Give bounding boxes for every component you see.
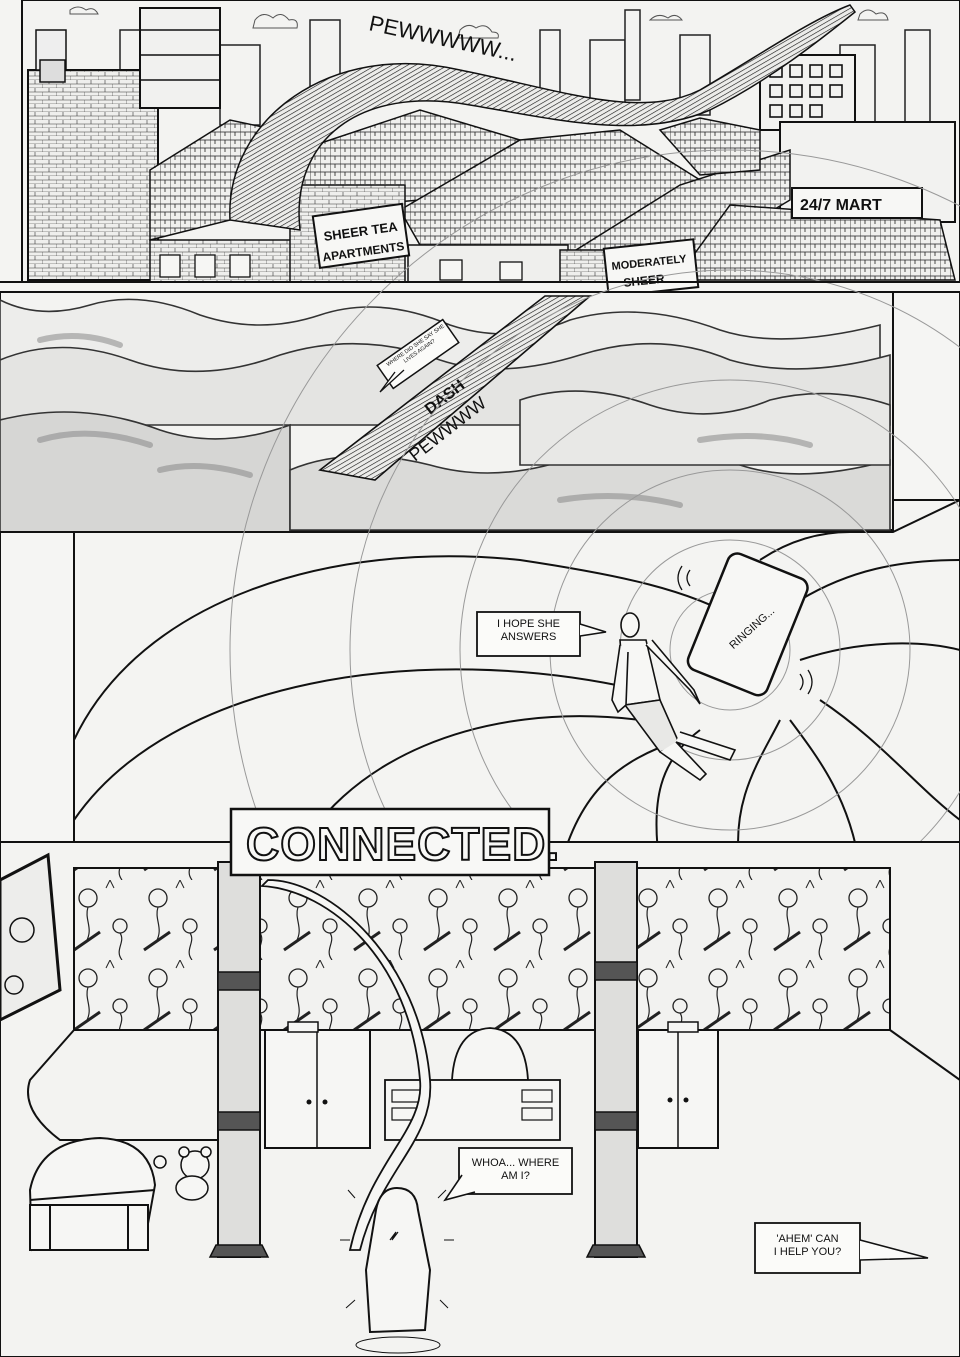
phone: RINGING... xyxy=(677,552,813,697)
panel-clouds: DASH PEWWWW xyxy=(0,291,960,536)
sky-clouds xyxy=(69,6,889,39)
speech-whoa-line1: WHOA... WHERE xyxy=(471,1157,560,1169)
sign-moderately-sheer: MODERATELY SHEER xyxy=(602,238,700,298)
framed-picture xyxy=(0,852,62,1022)
flying-person xyxy=(611,612,737,782)
vanity-dresser xyxy=(384,1027,561,1141)
panel-city: SHEER TEA APARTMENTS MODERATELY SHEER 24… xyxy=(21,0,960,298)
speech-bubble-where xyxy=(376,318,460,393)
sign-sheer-tea-apartments: SHEER TEA APARTMENTS xyxy=(311,202,411,270)
pillar-left xyxy=(208,861,270,1258)
speech-whoa-line2: AM I? xyxy=(501,1170,530,1182)
speech-bubble-hope xyxy=(476,611,607,657)
speed-trail-city xyxy=(229,4,857,231)
speech-ahem-line1: 'AHEM' CAN xyxy=(776,1233,839,1245)
sign-24-7-mart: 24/7 MART xyxy=(791,187,923,219)
treasure-chest xyxy=(28,1136,157,1252)
speech-ahem-line2: I HELP YOU? xyxy=(773,1246,842,1258)
panel-tunnel: RINGING... xyxy=(0,149,960,1151)
wardrobe-right xyxy=(637,1021,719,1149)
speech-hope-line1: I HOPE SHE xyxy=(497,618,560,630)
panel-borders xyxy=(0,0,960,283)
speech-bubble-whoa xyxy=(443,1147,573,1202)
speed-trail-room xyxy=(259,879,432,1251)
sign-mart-text: 24/7 MART xyxy=(800,197,882,214)
connected-sign-text: CONNECTED. xyxy=(246,818,560,870)
sign-moderately-line2: SHEER xyxy=(623,272,666,290)
wardrobe-left xyxy=(264,1021,371,1149)
cloud-shading xyxy=(37,333,813,508)
building-left xyxy=(27,7,221,281)
teddy-bear xyxy=(153,1146,212,1201)
pillar-right xyxy=(585,861,647,1258)
speech-hope-line2: ANSWERS xyxy=(500,631,557,643)
panel-room: CONNECTED. xyxy=(0,807,960,1357)
speech-bubble-ahem xyxy=(754,1222,929,1274)
glow-lines xyxy=(340,1189,454,1309)
connected-sign: CONNECTED. xyxy=(229,807,560,877)
hooded-figure xyxy=(340,1186,454,1354)
wallpaper-pattern xyxy=(73,867,891,1031)
